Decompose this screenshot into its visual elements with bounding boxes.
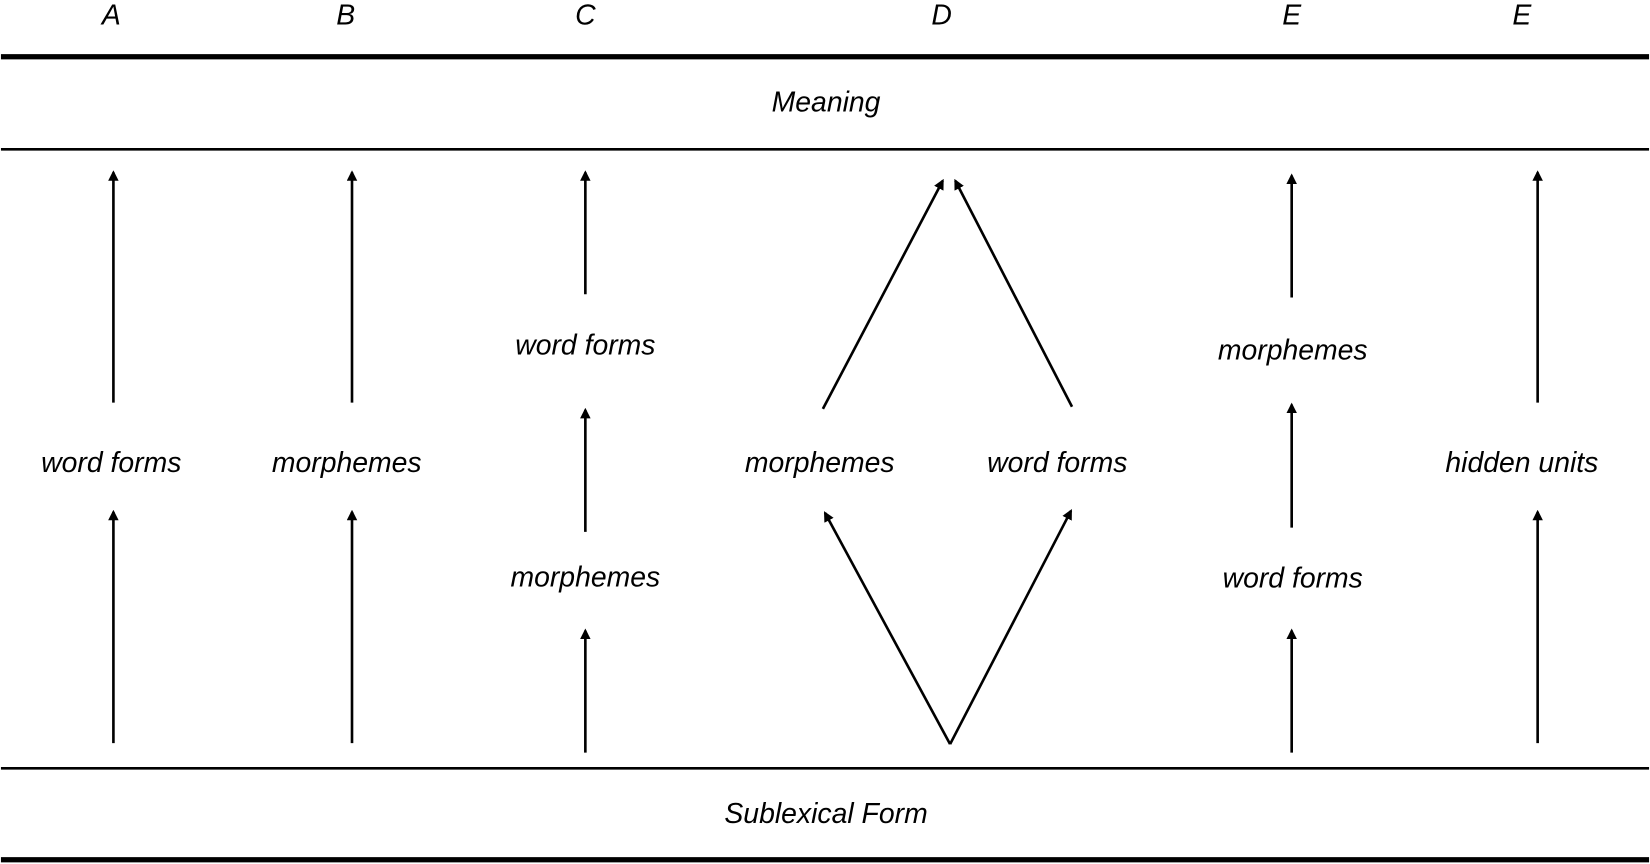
label-b-morphemes: morphemes <box>272 447 422 479</box>
column-label-e1: E <box>1282 0 1302 31</box>
arrow-d-lower-right <box>948 508 1073 745</box>
label-c-word-forms: word forms <box>515 329 655 361</box>
label-a-word-forms: word forms <box>41 447 181 479</box>
label-d-word-forms: word forms <box>987 447 1127 479</box>
column-label-b: B <box>336 0 355 31</box>
label-c-morphemes: morphemes <box>510 562 660 594</box>
sublexical-form-label: Sublexical Form <box>724 798 927 830</box>
column-label-a: A <box>100 0 121 31</box>
label-d-morphemes: morphemes <box>745 447 895 479</box>
arrow-d-upper-left <box>821 178 944 410</box>
column-label-e2: E <box>1512 0 1532 31</box>
column-label-c: C <box>575 0 596 31</box>
meaning-label: Meaning <box>772 87 881 119</box>
column-label-d: D <box>931 0 951 31</box>
label-e2-hidden-units: hidden units <box>1445 447 1598 479</box>
arrow-d-upper-right <box>954 178 1074 408</box>
arrow-d-lower-left <box>823 511 952 745</box>
label-e1-morphemes: morphemes <box>1218 335 1368 367</box>
label-e1-word-forms: word forms <box>1223 563 1363 595</box>
